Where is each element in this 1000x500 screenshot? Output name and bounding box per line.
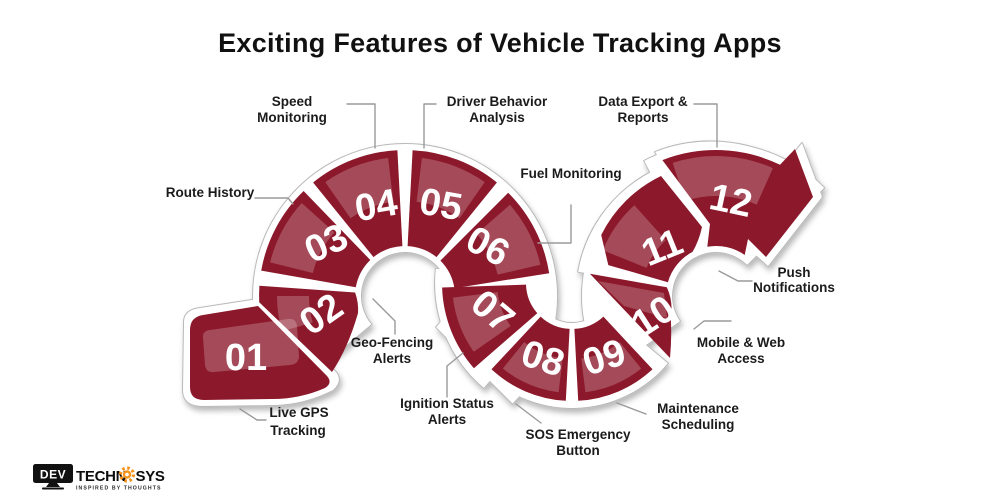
logo-gear-icon bbox=[118, 466, 136, 483]
gloss-05 bbox=[416, 158, 485, 219]
gloss-02 bbox=[277, 296, 313, 332]
gloss-03 bbox=[270, 203, 335, 273]
segment-09 bbox=[574, 316, 653, 401]
segment-05 bbox=[407, 150, 497, 258]
segment-07 bbox=[442, 284, 538, 369]
gloss-12 bbox=[672, 156, 773, 205]
page-title: Exciting Features of Vehicle Tracking Ap… bbox=[218, 28, 782, 58]
gloss-10 bbox=[598, 281, 667, 318]
segment-03 bbox=[261, 191, 371, 288]
logo-monitor-icon bbox=[33, 464, 73, 483]
gloss-08 bbox=[502, 342, 563, 393]
label-route-history: Route History bbox=[166, 185, 255, 200]
label-data-export-2: Reports bbox=[617, 110, 668, 125]
label-maintenance-2: Scheduling bbox=[662, 417, 735, 432]
connector-fuel bbox=[537, 204, 572, 244]
connector-sos bbox=[515, 403, 542, 424]
logo-dev-text: DEV bbox=[40, 468, 66, 482]
logo-monitor-stand bbox=[46, 483, 60, 487]
segment-11 bbox=[601, 176, 702, 283]
step-number-12: 12 bbox=[706, 176, 756, 226]
label-driver-behavior-2: Analysis bbox=[469, 110, 525, 125]
connector-maintenance bbox=[616, 402, 647, 415]
label-data-export: Data Export & bbox=[598, 94, 688, 109]
logo-name-right: SYS bbox=[136, 468, 165, 485]
label-live-gps-tracking: Live GPS bbox=[269, 405, 328, 420]
connector-driver bbox=[423, 103, 437, 149]
label-geo-fencing-alerts-2: Alerts bbox=[373, 351, 411, 366]
segment-06 bbox=[440, 192, 550, 289]
step-number-01: 01 bbox=[225, 337, 267, 379]
connector-data bbox=[693, 103, 718, 148]
label-geo-fencing-alerts: Geo-Fencing bbox=[351, 335, 434, 350]
logo-tagline: INSPIRED BY THOUGHTS bbox=[76, 486, 162, 492]
connector-mobile bbox=[693, 320, 732, 330]
label-fuel-monitoring: Fuel Monitoring bbox=[520, 166, 621, 181]
logo-monitor-base bbox=[42, 487, 64, 490]
segment-08 bbox=[491, 316, 570, 401]
gloss-01 bbox=[202, 318, 299, 373]
gloss-11 bbox=[602, 205, 666, 268]
connector-live-gps bbox=[239, 408, 267, 421]
label-live-gps-tracking-2: Tracking bbox=[270, 423, 326, 438]
label-ignition-status: Ignition Status bbox=[400, 396, 494, 411]
step-number-04: 04 bbox=[352, 182, 401, 231]
connector-route bbox=[254, 197, 294, 205]
segment-12-arrow bbox=[662, 149, 813, 257]
label-speed-monitoring-2: Monitoring bbox=[257, 110, 327, 125]
gloss-04 bbox=[325, 158, 394, 219]
connector-geo-fencing bbox=[372, 298, 396, 335]
segment-glosses bbox=[202, 156, 773, 393]
gloss-09 bbox=[581, 342, 642, 393]
label-sos-emergency: SOS Emergency bbox=[525, 427, 631, 442]
label-push-notifications: Push bbox=[777, 265, 810, 280]
connector-push bbox=[718, 270, 753, 282]
connector-speed bbox=[346, 103, 376, 149]
label-mobile-web-access-2: Access bbox=[717, 351, 764, 366]
gloss-07 bbox=[452, 292, 511, 352]
logo-name-left: TECHN bbox=[76, 468, 126, 485]
gloss-06 bbox=[476, 204, 541, 275]
brand-logo: DEV TECHN SYS INSPIRED BY THOUGHTS bbox=[33, 464, 165, 492]
label-maintenance: Maintenance bbox=[657, 401, 739, 416]
connector-ignition bbox=[446, 352, 464, 398]
label-speed-monitoring: Speed bbox=[272, 94, 313, 109]
label-sos-emergency-2: Button bbox=[556, 443, 599, 458]
segment-02 bbox=[259, 285, 359, 372]
label-ignition-status-2: Alerts bbox=[428, 412, 466, 427]
segment-10 bbox=[589, 273, 672, 358]
label-push-notifications-2: Notifications bbox=[753, 280, 835, 295]
label-mobile-web-access: Mobile & Web bbox=[697, 335, 785, 350]
segment-01 bbox=[190, 306, 330, 400]
segment-04 bbox=[313, 150, 403, 258]
label-connectors bbox=[239, 103, 753, 424]
step-number-05: 05 bbox=[416, 181, 465, 230]
feature-labels: Live GPS Tracking Geo-Fencing Alerts Rou… bbox=[166, 94, 835, 458]
label-driver-behavior: Driver Behavior bbox=[447, 94, 548, 109]
snake-segments bbox=[190, 149, 813, 401]
